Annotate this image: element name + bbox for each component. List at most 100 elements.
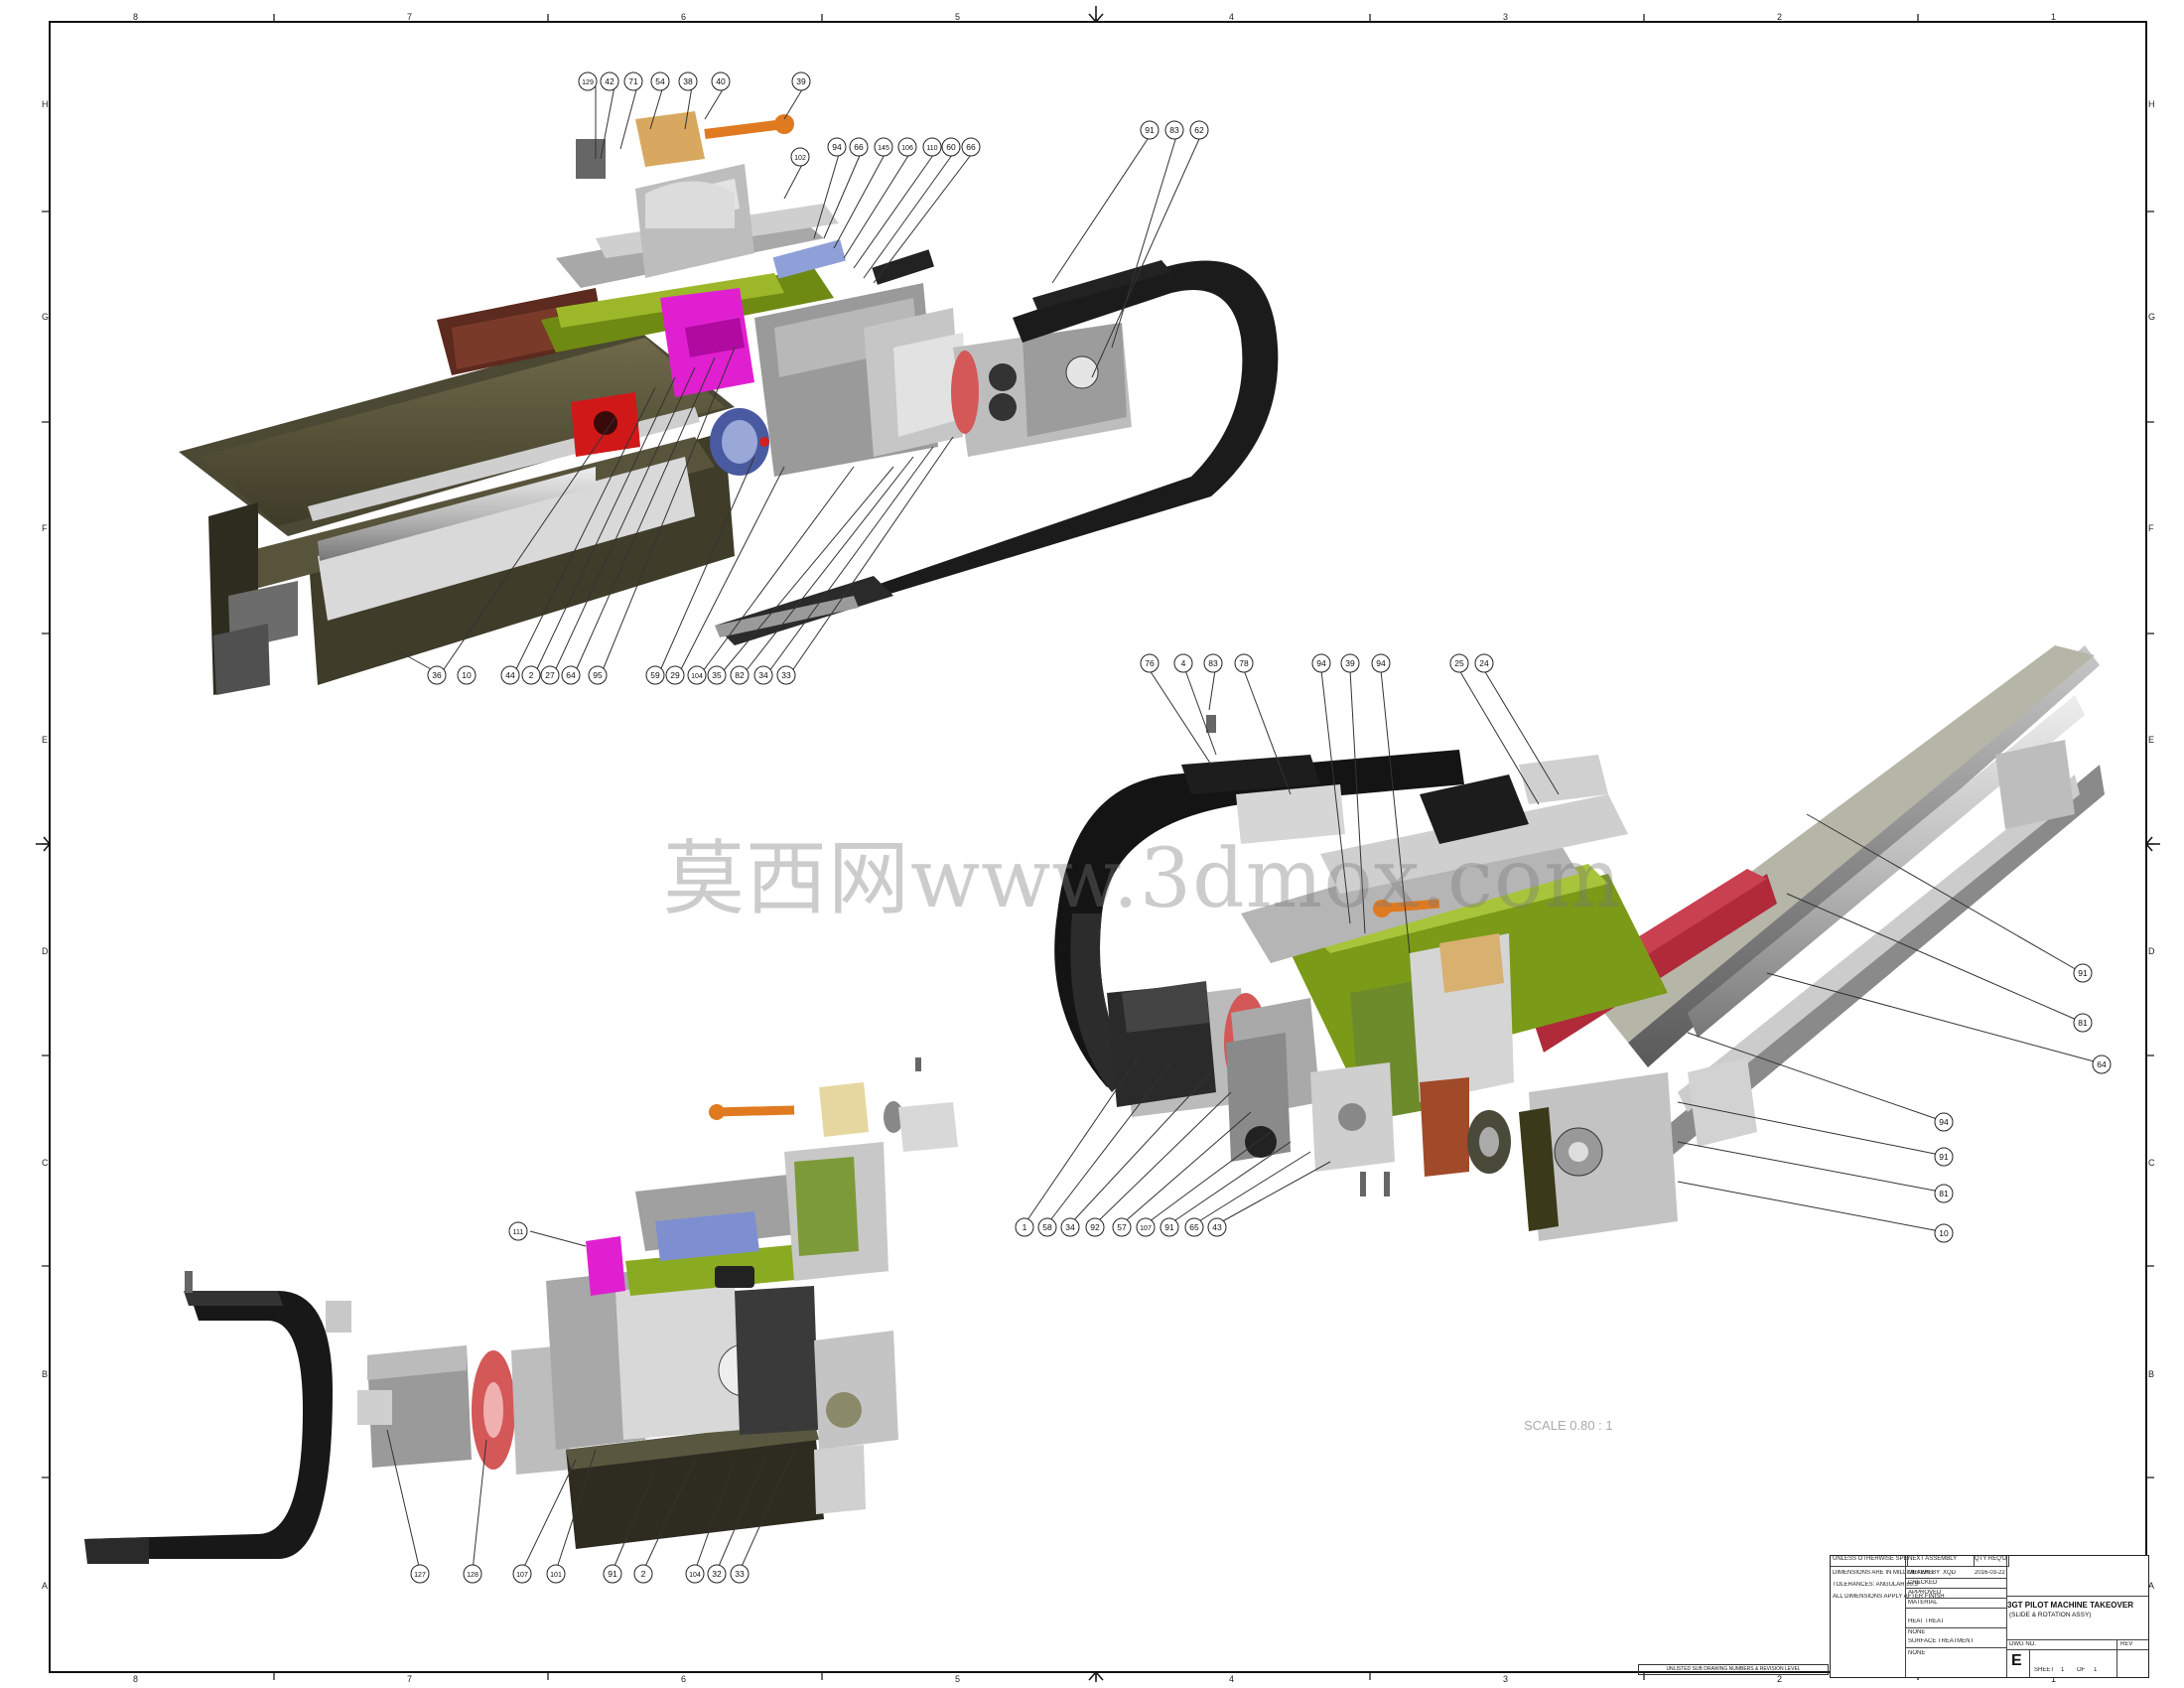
balloon-39: 39 xyxy=(1340,653,1360,673)
balloon-label: 39 xyxy=(796,76,806,86)
balloon-91: 91 xyxy=(1140,120,1160,140)
zone-col-2-top: 2 xyxy=(1777,12,1783,22)
balloon-66: 66 xyxy=(849,137,869,157)
balloon-label: 78 xyxy=(1239,658,1249,668)
view-scale-note: SCALE 0.80 : 1 xyxy=(1524,1418,1613,1433)
zone-row-h-right: H xyxy=(2148,99,2155,109)
balloon-111: 111 xyxy=(508,1221,528,1241)
zone-row-a-left: A xyxy=(42,1581,49,1591)
zone-col-3-bottom: 3 xyxy=(1503,1674,1509,1684)
zone-row-f-left: F xyxy=(42,523,48,533)
tolerances-note: TOLERANCES: ANGULAR ±0.5° xyxy=(1833,1582,1921,1588)
balloon-label: 66 xyxy=(854,142,864,152)
balloon-57: 57 xyxy=(1112,1217,1132,1237)
balloon-58: 58 xyxy=(1037,1217,1057,1237)
right-assembly-view xyxy=(1054,645,2105,1241)
zone-row-g-right: G xyxy=(2148,312,2156,322)
balloon-label: 91 xyxy=(1939,1152,1949,1162)
drawing-subtitle: (SLIDE & ROTATION ASSY) xyxy=(2009,1612,2092,1618)
balloon-64: 64 xyxy=(2092,1055,2112,1074)
balloon-label: 94 xyxy=(1376,658,1386,668)
balloon-label: 145 xyxy=(878,145,889,152)
leader-lines xyxy=(386,85,2099,1572)
balloon-101: 101 xyxy=(546,1564,566,1584)
finish-note: ALL DIMENSIONS APPLY AFTER FINISH xyxy=(1833,1594,1945,1600)
zone-col-5-top: 5 xyxy=(955,12,961,22)
balloon-127: 127 xyxy=(410,1564,430,1584)
zone-col-7-bottom: 7 xyxy=(407,1674,413,1684)
balloon-44: 44 xyxy=(500,665,520,685)
balloon-label: 104 xyxy=(691,673,703,680)
drawing-title: 3GT PILOT MACHINE TAKEOVER xyxy=(2007,1601,2133,1610)
rev-label: REV xyxy=(2120,1641,2133,1647)
zone-col-4-top: 4 xyxy=(1229,12,1235,22)
balloon-label: 36 xyxy=(432,670,442,680)
balloon-label: 111 xyxy=(513,1229,524,1236)
balloon-label: 83 xyxy=(1169,125,1179,135)
centering-marks xyxy=(36,6,2160,1682)
balloon-label: 127 xyxy=(414,1572,426,1579)
balloon-71: 71 xyxy=(623,71,643,91)
bottom-left-assembly-view xyxy=(84,1082,958,1564)
zone-col-1-top: 1 xyxy=(2051,12,2057,22)
balloon-label: 81 xyxy=(2078,1018,2088,1028)
balloon-label: 106 xyxy=(901,145,913,152)
balloon-label: 82 xyxy=(735,670,745,680)
balloon-label: 91 xyxy=(1164,1222,1174,1232)
surface-treatment-label: SURFACE TREATMENT xyxy=(1908,1638,1975,1644)
balloon-24: 24 xyxy=(1474,653,1494,673)
zone-row-d-left: D xyxy=(42,946,49,956)
balloon-label: 27 xyxy=(545,670,555,680)
zone-row-g-left: G xyxy=(42,312,50,322)
zone-col-6-top: 6 xyxy=(681,12,687,22)
balloon-label: 81 xyxy=(1939,1189,1949,1198)
balloon-4: 4 xyxy=(1173,653,1193,673)
balloon-82: 82 xyxy=(730,665,750,685)
balloon-83: 83 xyxy=(1164,120,1184,140)
balloon-label: 64 xyxy=(2097,1059,2107,1069)
balloon-81: 81 xyxy=(2073,1013,2093,1033)
unlisted-sub-drawing-note: UNLISTED SUB DRAWING NUMBERS & REVISION … xyxy=(1638,1664,1829,1675)
dwg-no-label: DWG NO. xyxy=(2009,1641,2036,1647)
balloon-label: 25 xyxy=(1454,658,1464,668)
balloon-label: 33 xyxy=(735,1569,745,1579)
zone-col-5-bottom: 5 xyxy=(955,1674,961,1684)
balloon-94: 94 xyxy=(1311,653,1331,673)
balloon-label: 54 xyxy=(655,76,665,86)
balloon-label: 104 xyxy=(689,1572,701,1579)
sheet-number: 1 xyxy=(2061,1667,2065,1673)
balloon-label: 4 xyxy=(1181,658,1186,668)
sheet-total: 1 xyxy=(2094,1667,2098,1673)
balloon-label: 2 xyxy=(529,670,534,680)
balloon-106: 106 xyxy=(897,137,917,157)
balloon-94: 94 xyxy=(827,137,847,157)
zone-col-7-top: 7 xyxy=(407,12,413,22)
zone-col-4-bottom: 4 xyxy=(1229,1674,1235,1684)
balloon-2: 2 xyxy=(633,1564,653,1584)
balloon-label: 38 xyxy=(683,76,693,86)
balloon-label: 1 xyxy=(1023,1222,1027,1232)
dimensions-note: DIMENSIONS ARE IN MILLIMETERS xyxy=(1833,1570,1934,1576)
balloon-33: 33 xyxy=(776,665,796,685)
balloon-102: 102 xyxy=(790,147,810,167)
fasteners xyxy=(185,715,1390,1293)
balloon-label: 57 xyxy=(1117,1222,1127,1232)
zone-row-a-right: A xyxy=(2148,1581,2155,1591)
balloon-label: 110 xyxy=(926,145,937,152)
balloon-128: 128 xyxy=(463,1564,482,1584)
balloon-35: 35 xyxy=(707,665,727,685)
zone-row-e-right: E xyxy=(2148,735,2155,745)
balloon-label: 33 xyxy=(781,670,791,680)
balloon-104: 104 xyxy=(685,1564,705,1584)
balloon-label: 59 xyxy=(650,670,660,680)
balloon-label: 91 xyxy=(608,1569,617,1579)
qty-required-label: QTY REQ'D xyxy=(1973,1556,2009,1567)
balloon-label: 43 xyxy=(1212,1222,1222,1232)
balloon-29: 29 xyxy=(665,665,685,685)
balloon-label: 60 xyxy=(946,142,956,152)
balloon-40: 40 xyxy=(711,71,731,91)
balloon-label: 91 xyxy=(2078,968,2088,978)
balloon-104: 104 xyxy=(687,665,707,685)
